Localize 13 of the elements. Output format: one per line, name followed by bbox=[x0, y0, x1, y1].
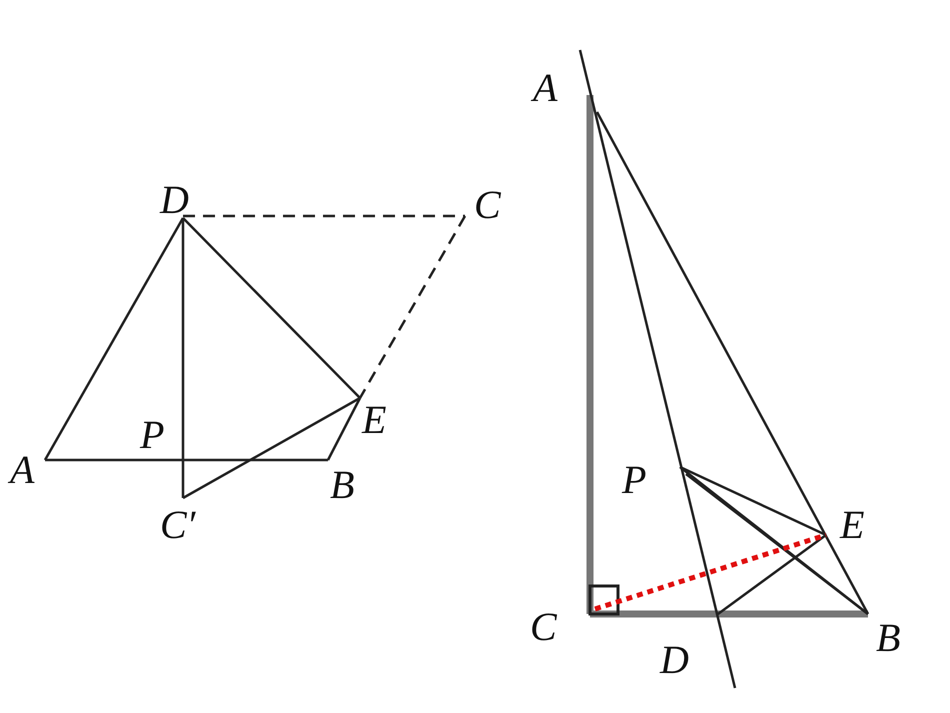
point-label: E bbox=[840, 505, 864, 545]
point-label: E bbox=[362, 400, 386, 440]
point-label: D bbox=[660, 640, 689, 680]
point-label: B bbox=[876, 618, 900, 658]
point-label: C bbox=[474, 185, 501, 225]
point-label: P bbox=[622, 460, 646, 500]
point-label: C′ bbox=[160, 505, 196, 545]
point-label: A bbox=[533, 68, 558, 108]
point-label: D bbox=[160, 180, 189, 220]
point-label: A bbox=[10, 450, 34, 490]
point-label: P bbox=[140, 415, 164, 455]
point-label: C bbox=[530, 607, 557, 647]
point-label: B bbox=[330, 465, 354, 505]
